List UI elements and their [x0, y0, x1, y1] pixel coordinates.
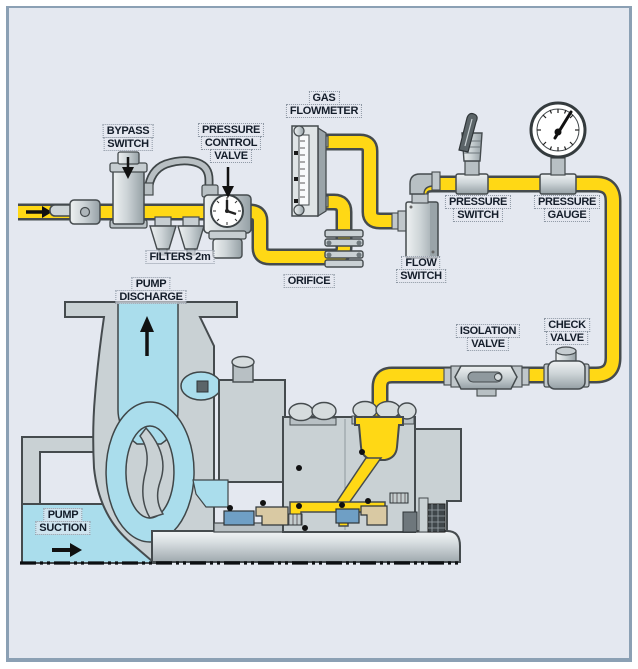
label-pressure-control-valve: PRESSURE CONTROL VALVE — [197, 123, 265, 163]
label-pointer-arrows — [122, 157, 234, 198]
label-line: BYPASS — [102, 124, 154, 138]
inlet-flow-arrow — [26, 206, 52, 218]
gas-flowmeter-device — [291, 125, 329, 218]
label-line: SWITCH — [453, 208, 503, 222]
label-bypass-switch: BYPASS SWITCH — [102, 124, 154, 151]
label-line: ISOLATION — [455, 324, 521, 338]
label-pressure-switch: PRESSURE SWITCH — [444, 195, 512, 222]
seal-chamber-fluid — [192, 479, 229, 508]
label-filters: FILTERS 2m — [145, 250, 215, 264]
filter-1 — [149, 216, 177, 256]
label-line: SWITCH — [396, 269, 446, 283]
gas-filters — [149, 216, 205, 256]
label-line: GAUGE — [543, 208, 591, 222]
orifice-flanges — [324, 229, 364, 268]
label-line: VALVE — [546, 331, 588, 345]
label-line: DISCHARGE — [115, 290, 187, 304]
pressure-switch-device — [455, 112, 489, 195]
label-line: GAS — [308, 91, 340, 105]
label-line: CONTROL — [200, 136, 262, 150]
shaft — [151, 530, 461, 563]
label-line: SWITCH — [103, 137, 153, 151]
label-line: FLOWMETER — [285, 104, 363, 118]
label-line: PUMP — [131, 277, 171, 291]
label-line: ORIFICE — [283, 274, 335, 288]
label-pump-suction: PUMP SUCTION — [35, 508, 91, 535]
label-line: PRESSURE — [533, 195, 601, 209]
seal-back-plate — [218, 379, 286, 483]
pipe-flowmeter-to-flowswitch-fill — [324, 136, 396, 227]
pressure-gauge-device — [529, 101, 587, 195]
label-flow-switch: FLOW SWITCH — [396, 256, 446, 283]
label-gas-flowmeter: GAS FLOWMETER — [285, 91, 363, 118]
flow-switch-device — [391, 171, 441, 259]
label-line: FLOW — [401, 256, 441, 270]
mechanical-seal-internals — [223, 449, 446, 533]
gas-funnel — [354, 416, 404, 461]
bypass-tube-fill — [145, 158, 212, 192]
label-line: CHECK — [544, 318, 590, 332]
label-line: FILTERS 2m — [145, 250, 215, 264]
pcv-pointer-arrow — [222, 167, 234, 198]
ball-valve — [49, 199, 101, 225]
label-line: VALVE — [467, 337, 509, 351]
pump-assembly — [20, 301, 462, 565]
label-line: SUCTION — [35, 521, 91, 535]
label-line: PRESSURE — [444, 195, 512, 209]
label-line: VALVE — [210, 149, 252, 163]
label-isolation-valve: ISOLATION VALVE — [455, 324, 521, 351]
pressure-control-valve-device — [201, 184, 252, 259]
suction-flow-arrow — [52, 543, 82, 557]
label-pressure-gauge: PRESSURE GAUGE — [533, 195, 601, 222]
label-orifice: ORIFICE — [283, 274, 335, 288]
bypass-switch-pointer-arrow — [122, 157, 134, 179]
label-line: PUMP — [43, 508, 83, 522]
label-pump-discharge: PUMP DISCHARGE — [115, 277, 187, 304]
flowmeter-glass — [298, 134, 310, 206]
discharge-flow-arrow — [140, 316, 154, 356]
pipe-inlet-to-orifice-fill — [18, 196, 350, 263]
check-valve-device — [543, 346, 590, 390]
impeller-blade — [139, 426, 165, 519]
isolation-valve-device — [443, 365, 530, 397]
label-line: PRESSURE — [197, 123, 265, 137]
label-check-valve: CHECK VALVE — [544, 318, 590, 345]
